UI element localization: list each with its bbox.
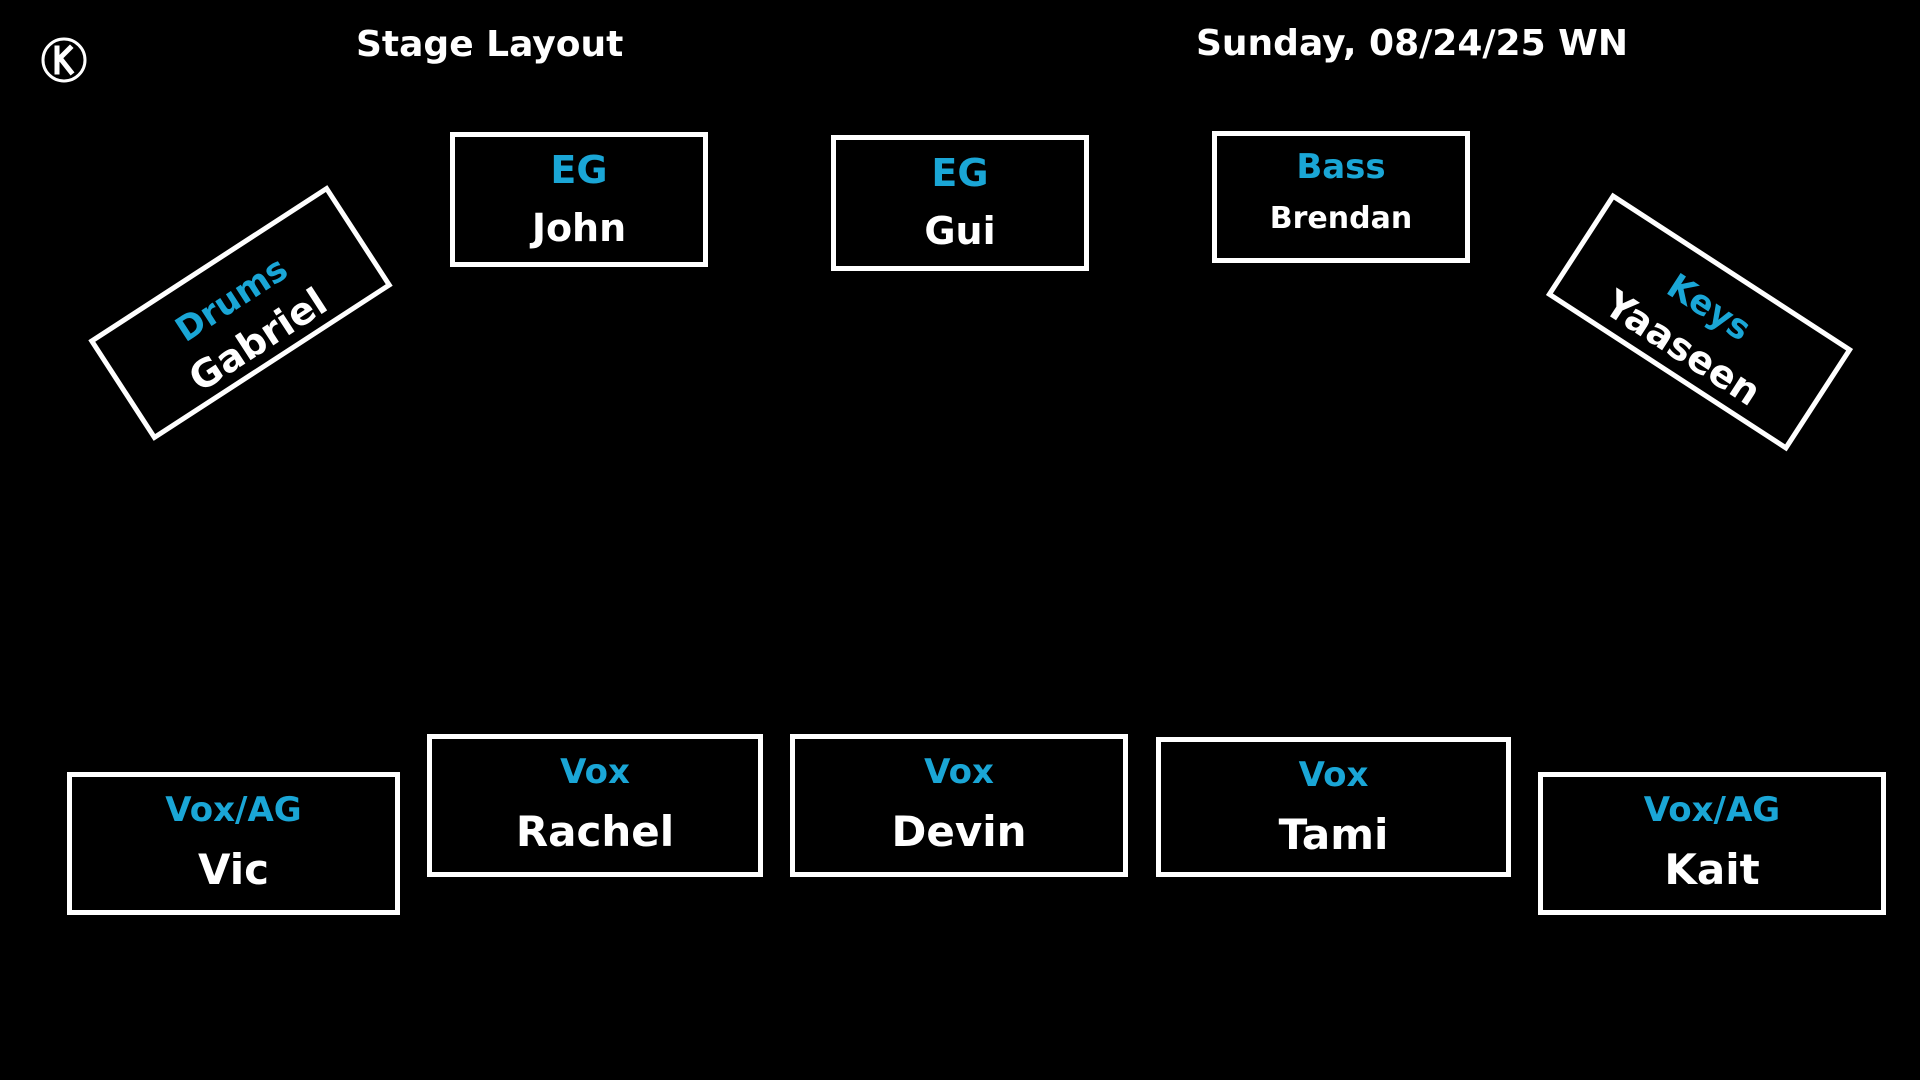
position-role: Bass: [1296, 147, 1386, 187]
position-person: Kait: [1664, 845, 1760, 894]
position-box-keys: Keys Yaaseen: [1545, 192, 1854, 452]
position-role: EG: [550, 148, 608, 192]
service-date: Sunday, 08/24/25 WN: [1196, 23, 1628, 64]
position-role: Vox: [924, 752, 994, 792]
position-person: Gui: [924, 209, 996, 253]
position-box-eg-john: EG John: [450, 132, 708, 267]
position-person: Brendan: [1269, 201, 1413, 236]
position-person: Vic: [197, 845, 270, 894]
position-person: Rachel: [515, 807, 675, 856]
position-role: Vox/AG: [165, 790, 302, 830]
k-circle-logo-icon: [41, 37, 87, 83]
position-role: Vox: [1298, 755, 1369, 795]
position-box-drums: Drums Gabriel: [88, 185, 393, 441]
position-box-vox-ag-kait: Vox/AG Kait: [1538, 772, 1886, 915]
position-role: Vox/AG: [1643, 790, 1781, 830]
position-person: John: [531, 206, 627, 250]
position-box-vox-ag-vic: Vox/AG Vic: [67, 772, 400, 915]
page-title: Stage Layout: [356, 24, 624, 65]
position-box-eg-gui: EG Gui: [831, 135, 1089, 271]
position-box-vox-rachel: Vox Rachel: [427, 734, 763, 877]
position-box-bass: Bass Brendan: [1212, 131, 1470, 263]
position-role: Vox: [560, 752, 630, 792]
position-person: Tami: [1278, 810, 1389, 859]
position-box-vox-devin: Vox Devin: [790, 734, 1128, 877]
position-person: Devin: [891, 807, 1027, 856]
position-box-vox-tami: Vox Tami: [1156, 737, 1511, 877]
position-role: EG: [931, 151, 989, 195]
